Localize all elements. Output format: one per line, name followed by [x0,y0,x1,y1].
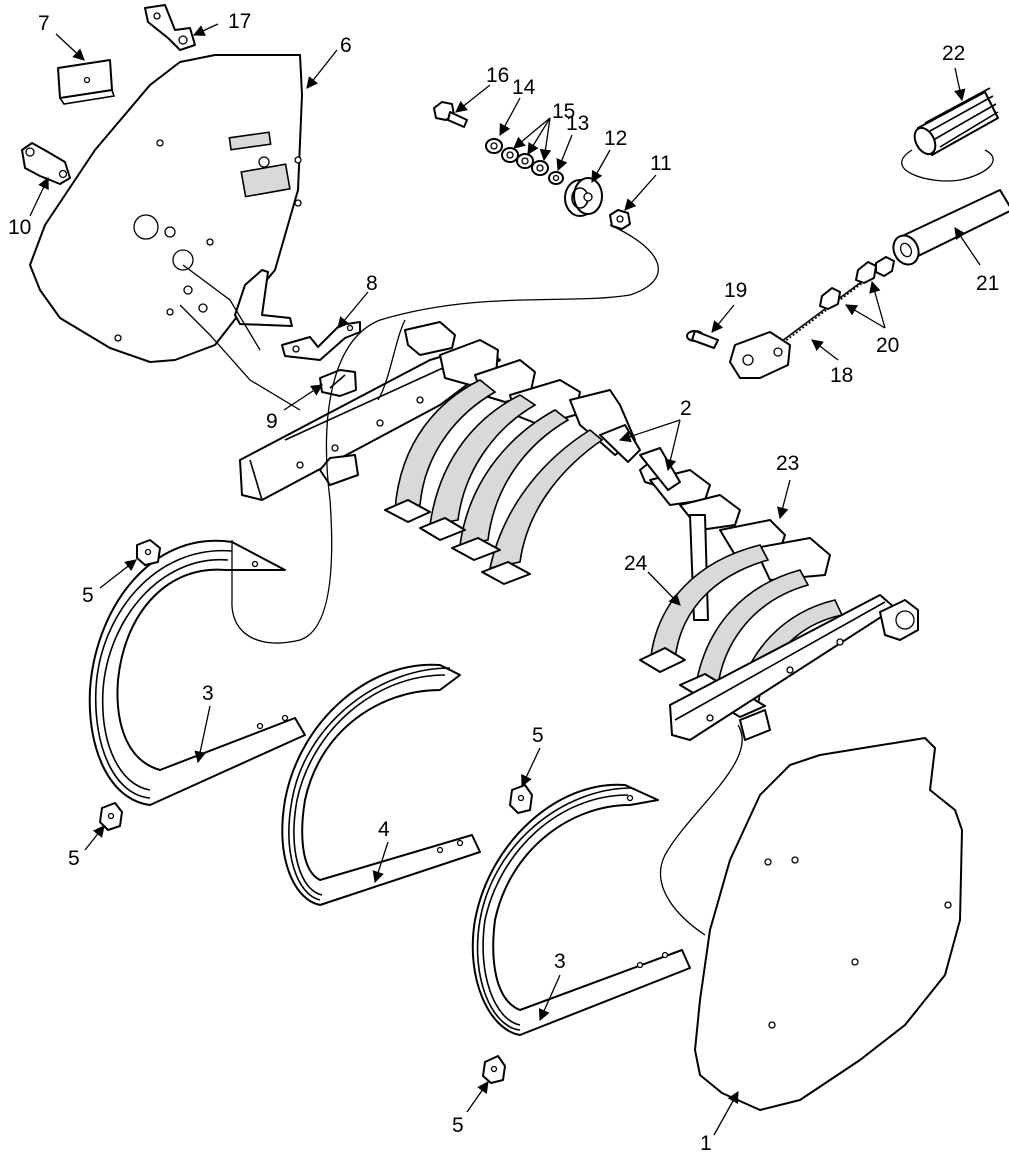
label-24: 24 [624,552,648,575]
clip-bracket [21,142,71,185]
assembly-lines [179,149,994,936]
frame-right-section [599,424,919,741]
label-14: 14 [512,76,536,99]
label-1: 1 [700,1132,712,1155]
label-2: 2 [680,397,692,420]
label-11: 11 [650,152,672,175]
bracket-clip [319,369,357,397]
pulley [564,177,603,217]
label-19: 19 [724,279,747,302]
label-10: 10 [8,216,31,239]
label-7: 7 [38,12,50,35]
belt-guide-center [281,663,481,906]
label-16: 16 [486,64,509,87]
mount-bracket [281,321,361,361]
label-21: 21 [976,272,999,295]
tension-rod [729,256,895,379]
frame-left-section [239,321,636,585]
label-5c: 5 [532,724,544,747]
belt-guide-right [471,783,691,1036]
label-12: 12 [604,127,627,150]
leader-arrows [29,23,981,1136]
label-9: 9 [266,410,278,433]
side-panel-left [29,54,303,363]
label-15: 15 [552,100,575,123]
label-13: 13 [566,112,589,135]
angle-bracket [144,4,196,51]
cover-plate [57,59,116,105]
wear-block [99,539,533,1084]
label-5d: 5 [452,1114,464,1137]
label-18: 18 [830,364,853,387]
label-8: 8 [366,272,378,295]
label-3a: 3 [202,682,214,705]
compression-spring [913,87,999,156]
label-23: 23 [776,452,799,475]
label-17: 17 [228,10,251,33]
bolt [433,101,468,128]
side-panel-right [694,737,963,1111]
belt-guide-left [88,539,306,806]
label-4: 4 [378,818,390,841]
callout-labels: 1 2 3 3 4 5 5 5 5 6 7 8 9 10 11 12 13 14… [8,10,999,1155]
label-3b: 3 [554,950,566,973]
clevis-pin [686,330,719,349]
washer-set [485,138,564,185]
label-22: 22 [942,42,965,65]
label-5a: 5 [82,584,94,607]
spring-tube [892,189,1009,266]
label-5b: 5 [68,847,80,870]
label-6: 6 [340,34,352,57]
label-20: 20 [876,334,899,357]
